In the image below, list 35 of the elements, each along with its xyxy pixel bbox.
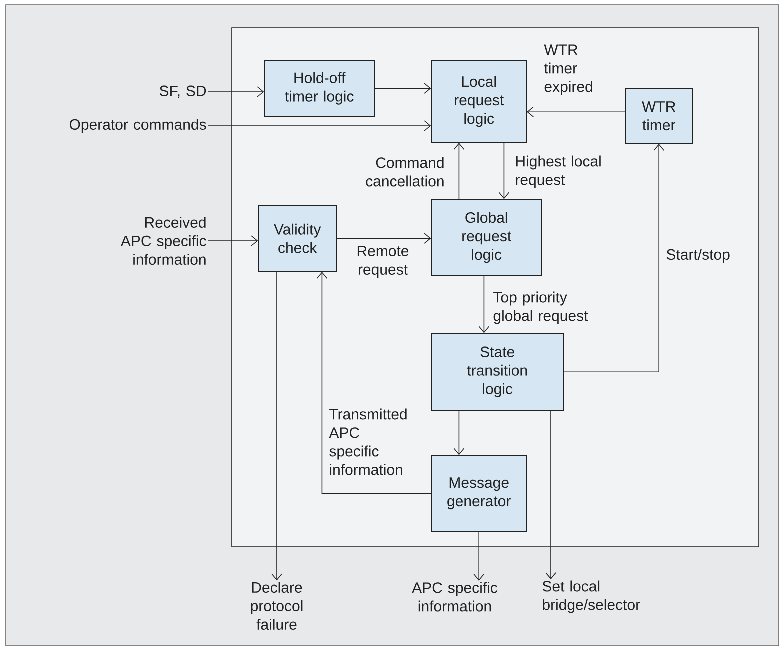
edge-label: Highest local request [516, 156, 601, 188]
signal-label: SF, SD [160, 86, 206, 98]
process-box: Hold-off timer logic [264, 60, 375, 117]
arrow [478, 276, 490, 334]
arrow [527, 106, 626, 118]
edge-label: Remote request [358, 246, 409, 278]
process-box: WTR timer [625, 88, 693, 144]
process-box: State transition logic [431, 333, 564, 411]
arrow [564, 144, 664, 372]
signal-label: Set local bridge/selector [542, 580, 640, 614]
edge-label: Command cancellation [366, 157, 444, 187]
arrow [374, 83, 432, 94]
arrow [454, 410, 465, 456]
signal-label: Received APC specific information [120, 217, 206, 265]
arrow [208, 236, 258, 246]
process-box: Global request logic [431, 199, 542, 276]
arrow [546, 410, 556, 580]
process-box: Validity check [258, 205, 337, 272]
arrow [316, 272, 432, 494]
arrow [474, 532, 484, 582]
arrow [454, 143, 465, 200]
signal-label: Declare protocol failure [251, 582, 303, 630]
edge-label: Top priority global request [494, 292, 588, 324]
edge-label: WTR timer expired [544, 44, 592, 96]
arrow [336, 233, 432, 244]
process-box: Local request logic [431, 60, 527, 143]
edge-label: Start/stop [666, 249, 730, 263]
arrow [208, 120, 432, 132]
signal-label: APC specific information [412, 582, 498, 612]
arrow [272, 272, 282, 581]
edge-label: Transmitted APC specific information [329, 408, 407, 476]
process-box: Message generator [431, 455, 527, 532]
arrow [208, 86, 264, 98]
signal-label: Operator commands [70, 119, 206, 133]
arrow [498, 142, 510, 200]
